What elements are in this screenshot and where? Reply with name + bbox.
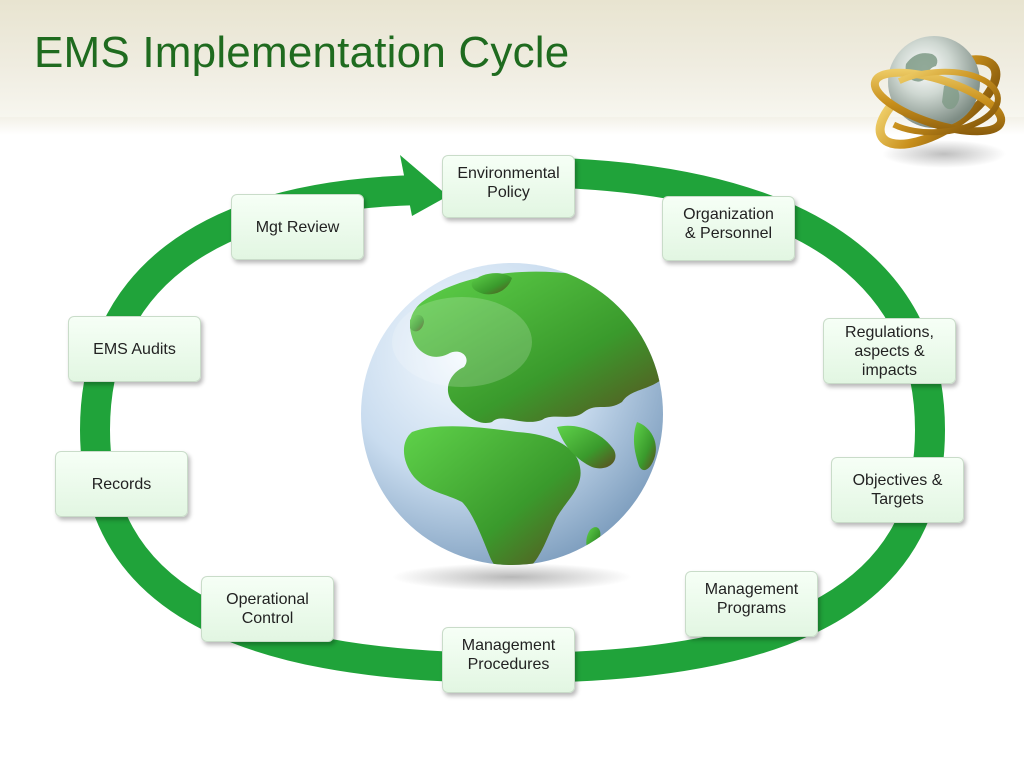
stage-management-procedures: Management Procedures (442, 627, 575, 693)
stage-records: Records (55, 451, 188, 517)
stage-operational-control: Operational Control (201, 576, 334, 642)
arrow-head-icon (400, 155, 448, 216)
stage-regulations-aspects-impacts: Regulations, aspects & impacts (823, 318, 956, 384)
stage-environmental-policy: Environmental Policy (442, 155, 575, 218)
stage-organization-personnel: Organization & Personnel (662, 196, 795, 261)
banner-fade (0, 117, 1024, 135)
stage-management-programs: Management Programs (685, 571, 818, 637)
slide-title: EMS Implementation Cycle (34, 28, 570, 77)
stage-mgt-review: Mgt Review (231, 194, 364, 260)
earth-globe-icon (361, 263, 663, 591)
gold-ringed-globe-icon (870, 36, 1006, 168)
stage-ems-audits: EMS Audits (68, 316, 201, 382)
title-banner (0, 0, 1024, 118)
stage-objectives-targets: Objectives & Targets (831, 457, 964, 523)
